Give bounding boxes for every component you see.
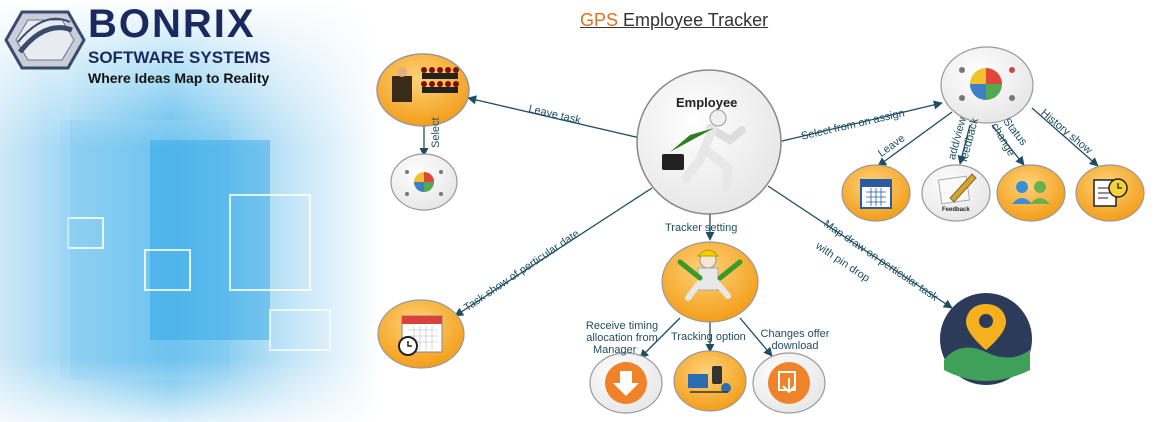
edges [419, 95, 1099, 359]
edge-leave [877, 111, 953, 167]
chart-select-node [390, 153, 458, 211]
edge-leave-task [467, 95, 641, 139]
pie-chart-icon [959, 67, 1015, 101]
leave-task-node [376, 53, 470, 127]
edge-changes-offer [739, 317, 773, 357]
people-icon [1012, 181, 1050, 204]
task-date-node [377, 299, 465, 369]
running-man-icon [662, 109, 746, 191]
background-art [0, 0, 380, 422]
assign-chart-node [940, 46, 1034, 124]
changes-offer-node [752, 352, 826, 414]
label-tracking-option: Tracking option [671, 331, 746, 343]
feedback-icon-label: Feedback [942, 207, 970, 213]
label-select: Select [430, 117, 442, 148]
edge-map-draw [767, 185, 953, 309]
edge-receive-timing [639, 317, 681, 359]
edge-task-date [454, 187, 653, 317]
history-node [1075, 164, 1145, 222]
feedback-node: Feedback [921, 164, 991, 222]
pie-chart-icon [405, 170, 443, 196]
label-receive-timing-2: allocation from [586, 332, 658, 344]
tracking-devices-icon [688, 366, 731, 393]
calendar-icon [860, 179, 892, 209]
label-changes-offer-2: download [771, 340, 819, 352]
leave-node [841, 164, 911, 222]
map-node [940, 293, 1032, 385]
worker-wrench-icon [677, 249, 743, 301]
title-prefix-ps: PS [594, 10, 619, 30]
employee-node [636, 69, 782, 215]
feedback-pen-icon: Feedback [937, 173, 977, 213]
download-arrow-icon [613, 371, 639, 396]
label-receive-timing-3: Manager [593, 344, 637, 356]
edge-select-from-assign [777, 100, 943, 143]
presentation-crowd-icon [392, 67, 459, 102]
label-receive-timing-1: Receive timing [585, 320, 659, 332]
edge-feedback [957, 124, 971, 165]
brand-name: BONRIX [88, 2, 256, 46]
title-prefix-g: G [580, 10, 595, 30]
edge-status [991, 124, 1025, 166]
title-rest: Employee Tracker [618, 10, 769, 30]
employee-label: Employee [676, 95, 738, 110]
edge-history [1031, 107, 1099, 167]
brand-subtitle: SOFTWARE SYSTEMS [88, 48, 271, 67]
tracking-option-node [673, 350, 747, 412]
company-logo [4, 10, 86, 70]
calendar-clock-icon [398, 315, 443, 356]
save-download-icon [778, 371, 796, 394]
receive-timing-node [589, 352, 663, 414]
label-changes-offer-1: Changes offer [760, 328, 830, 340]
page-title: GPS Employee Tracker [580, 10, 768, 31]
history-notepad-icon [1093, 178, 1128, 207]
label-tracker-setting: Tracker setting [665, 222, 738, 234]
status-node [996, 164, 1066, 222]
brand-tagline: Where Ideas Map to Reality [88, 70, 270, 86]
map-pin-icon [966, 304, 1006, 350]
tracker-setting-node [661, 241, 759, 323]
